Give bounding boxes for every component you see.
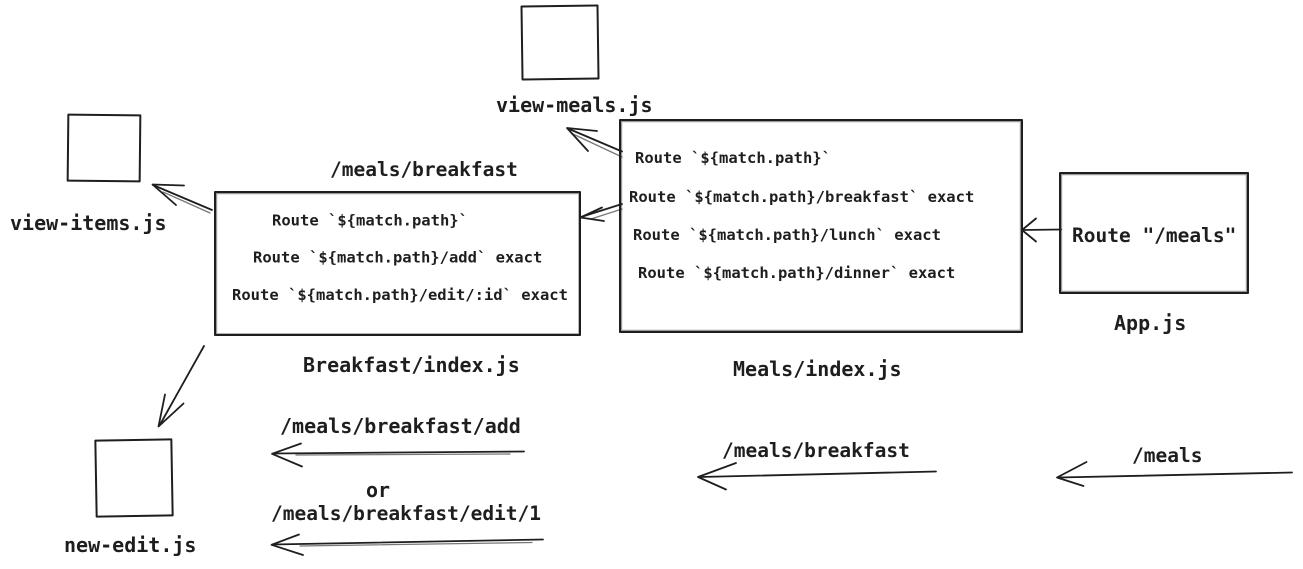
arrow-breakfast-flow-head — [697, 462, 737, 491]
add-path-label: /meals/breakfast/add — [280, 414, 521, 438]
arrow-edit-shaft2 — [299, 541, 533, 547]
breakfast-path-flow-label: /meals/breakfast — [722, 439, 910, 462]
view-meals-node: view-meals.js — [496, 4, 653, 117]
breakfast-route-3: Route `${match.path}/edit/:id` exact — [232, 286, 568, 304]
edit-path-label: /meals/breakfast/edit/1 — [271, 502, 541, 525]
new-edit-node: new-edit.js — [64, 438, 196, 557]
breakfast-index-node: /meals/breakfast Route `${match.path}` R… — [214, 158, 581, 377]
arrow-meals-to-view-meals-shaft — [567, 127, 623, 153]
meals-index-node: Route `${match.path}` Route `${match.pat… — [619, 119, 1023, 381]
app-box — [1059, 172, 1249, 294]
meals-path-flow-label: /meals — [1132, 444, 1202, 467]
arrow-breakfast-to-view-items-head — [151, 183, 185, 206]
arrow-meals-to-view-meals-head — [566, 127, 598, 152]
arrow-breakfast-to-new-edit-shaft — [158, 345, 205, 427]
arrow-edit-head — [270, 533, 304, 556]
meals-index-box-echo — [620, 120, 1022, 332]
arrow-breakfast-flow: /meals/breakfast — [697, 439, 937, 491]
arrow-breakfast-to-view-items — [151, 183, 213, 214]
app-box-echo — [1060, 173, 1248, 293]
arrow-meals-to-view-meals-shaft2 — [572, 133, 623, 158]
view-items-box — [66, 113, 142, 183]
view-meals-box — [520, 4, 600, 81]
breakfast-route-2: Route `${match.path}/add` exact — [253, 249, 542, 267]
arrow-meals-to-breakfast-shaft2 — [590, 208, 623, 220]
app-label: App.js — [1114, 311, 1186, 335]
arrow-meals-to-view-meals — [566, 127, 623, 158]
meals-route-3: Route `${match.path}/lunch` exact — [633, 226, 941, 244]
arrow-add-head — [271, 442, 303, 468]
arrow-edit-shaft — [271, 538, 544, 546]
breakfast-index-box-echo — [215, 192, 580, 335]
arrow-breakfast-to-view-items-shaft2 — [162, 191, 211, 214]
breakfast-path-label: /meals/breakfast — [330, 158, 518, 181]
arrow-breakfast-flow-shaft — [698, 470, 937, 478]
breakfast-index-label: Breakfast/index.js — [303, 353, 520, 377]
new-edit-label: new-edit.js — [64, 533, 196, 557]
arrow-breakfast-to-view-items-shaft — [152, 184, 213, 211]
arrow-add-edit-flow: /meals/breakfast/add or /meals/breakfast… — [270, 414, 544, 556]
arrow-app-to-meals — [1021, 217, 1062, 243]
new-edit-box — [94, 438, 174, 518]
meals-route-4: Route `${match.path}/dinner` exact — [638, 264, 955, 282]
arrow-app-to-meals-head — [1021, 217, 1037, 243]
view-items-node: view-items.js — [10, 113, 167, 235]
arrow-add-shaft2 — [295, 453, 511, 456]
meals-route-2: Route `${match.path}/breakfast` exact — [629, 188, 974, 206]
app-node: Route "/meals" App.js — [1059, 172, 1249, 335]
meals-index-label: Meals/index.js — [733, 357, 902, 381]
arrow-meals-to-breakfast — [579, 203, 623, 222]
app-route-text: Route "/meals" — [1072, 224, 1236, 247]
meals-route-1: Route `${match.path}` — [635, 149, 831, 167]
view-meals-label: view-meals.js — [496, 93, 653, 117]
arrow-meals-flow: /meals — [1056, 444, 1293, 487]
arrow-breakfast-to-new-edit — [157, 345, 205, 428]
arrow-meals-to-breakfast-head — [579, 206, 605, 222]
or-label: or — [366, 478, 390, 502]
breakfast-index-box — [214, 191, 581, 336]
arrow-breakfast-to-new-edit-head — [157, 393, 185, 428]
arrow-add-shaft — [272, 450, 525, 455]
arrow-meals-flow-head — [1056, 461, 1088, 487]
view-items-label: view-items.js — [10, 211, 167, 235]
arrow-meals-flow-shaft — [1057, 471, 1293, 479]
breakfast-route-1: Route `${match.path}` — [272, 212, 468, 230]
meals-index-box — [619, 119, 1023, 333]
arrow-app-to-meals-shaft — [1022, 228, 1062, 231]
